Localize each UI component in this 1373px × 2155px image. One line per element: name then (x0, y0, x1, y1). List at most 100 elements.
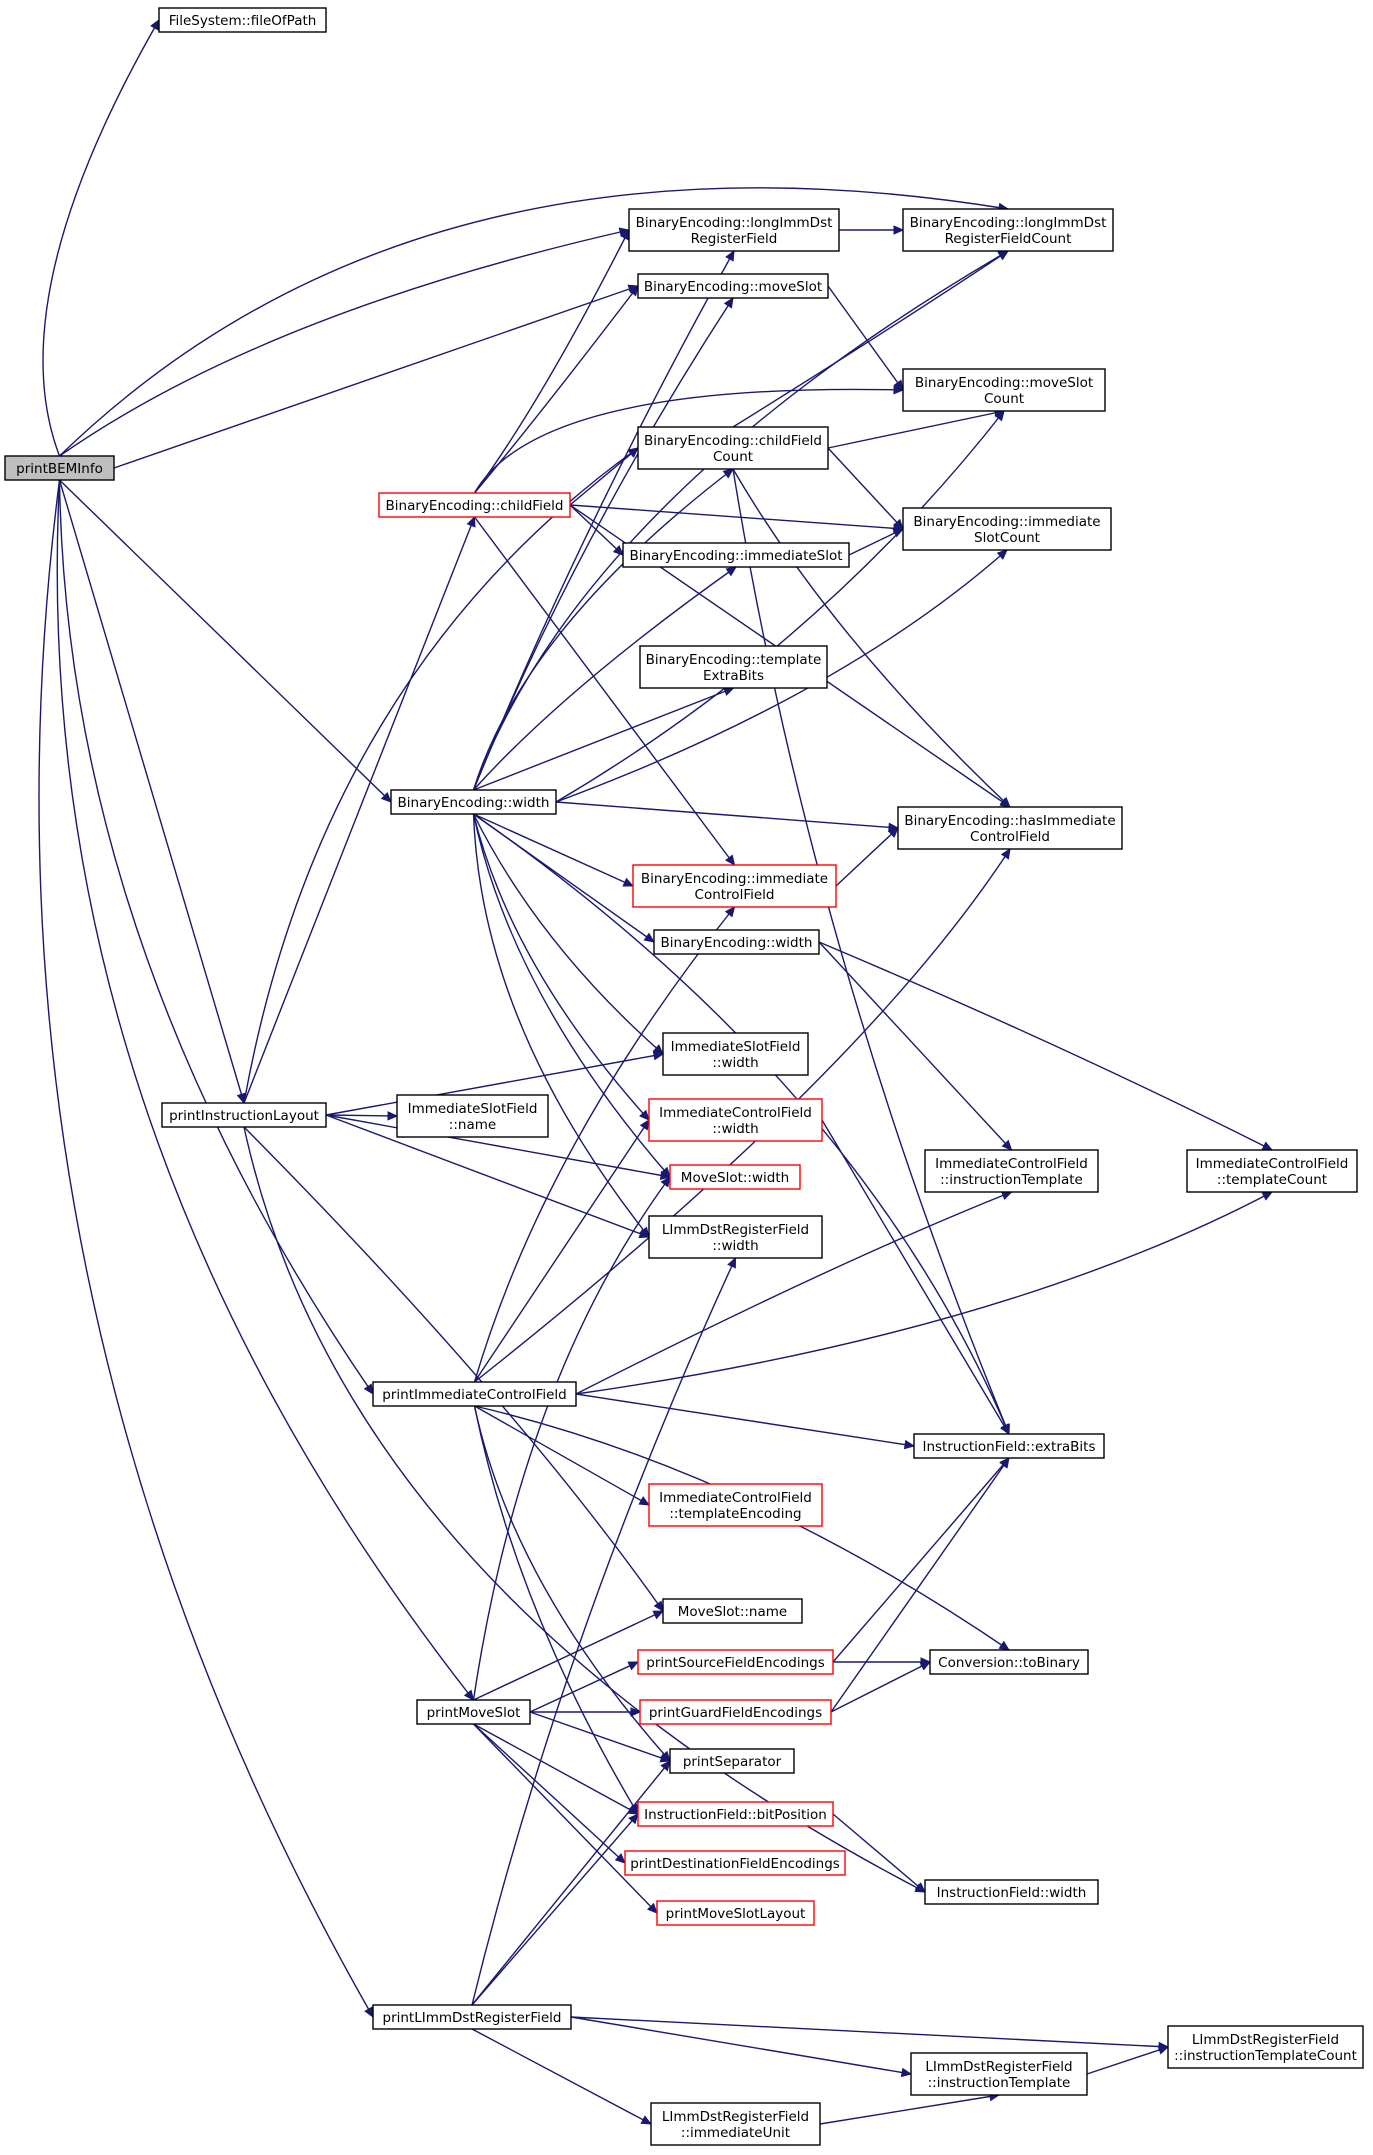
edge-printLImmDst-to-limmImmediateUnit-arrowhead (640, 2115, 653, 2125)
node-label: MoveSlot::name (678, 1604, 787, 1620)
edge-beWidth-to-beWidth2-arrowhead (643, 932, 656, 943)
node-limmInstrTemplateCount[interactable]: LImmDstRegisterField::instructionTemplat… (1167, 2025, 1364, 2069)
node-icfInstrTemplate[interactable]: ImmediateControlField::instructionTempla… (924, 1149, 1099, 1193)
node-moveSlotName[interactable]: MoveSlot::name (662, 1598, 803, 1624)
node-label: LImmDstRegisterField (925, 2059, 1072, 2075)
node-printMoveSlot[interactable]: printMoveSlot (416, 1699, 531, 1725)
node-box (622, 542, 850, 568)
node-box (372, 1381, 577, 1407)
edge-printInstructionLayout-to-immSlotFieldName (325, 1114, 398, 1117)
node-box (662, 1032, 809, 1076)
edge-printMoveSlot-to-printSeparator (529, 1711, 671, 1762)
edge-printInstructionLayout-to-moveSlotWidth-arrowhead (659, 1170, 672, 1181)
edge-printInstructionLayout-to-moveSlotName (243, 1126, 664, 1612)
edge-printLImmDst-to-printSeparator (471, 1760, 671, 2006)
edge-beWidth-to-limmWidth (472, 813, 650, 1238)
node-box (648, 1215, 823, 1259)
node-icfTemplateEncoding[interactable]: ImmediateControlField::templateEncoding (648, 1483, 823, 1527)
edge-printInstructionLayout-to-immSlotFieldWidth-arrowhead (652, 1050, 665, 1061)
edge-printGuardFE-to-toBinary-arrowhead (919, 1661, 932, 1671)
node-immSlotFieldName[interactable]: ImmediateSlotField::name (396, 1094, 549, 1138)
node-moveSlot[interactable]: BinaryEncoding::moveSlot (637, 273, 829, 299)
edge-printImmControlField-to-icfTemplateEncoding-arrowhead (638, 1496, 651, 1506)
edge-printInstructionLayout-to-ifWidth (243, 1126, 926, 1893)
edge-beWidth-to-immediateSlotCount-arrowhead (996, 549, 1008, 560)
node-label: SlotCount (974, 530, 1040, 546)
node-printInstructionLayout[interactable]: printInstructionLayout (161, 1102, 327, 1128)
node-printBEMInfo[interactable]: printBEMInfo (4, 455, 115, 481)
node-label: printGuardFieldEncodings (649, 1705, 822, 1721)
edge-beWidth-to-icfWidth-arrowhead (639, 1109, 650, 1121)
node-ifWidth[interactable]: InstructionField::width (924, 1879, 1099, 1905)
node-printDestFE[interactable]: printDestinationFieldEncodings (624, 1850, 846, 1876)
node-printMoveSlotLayout[interactable]: printMoveSlotLayout (656, 1900, 815, 1926)
node-childField[interactable]: BinaryEncoding::childField (378, 492, 571, 518)
node-box (929, 1649, 1089, 1675)
node-toBinary[interactable]: Conversion::toBinary (929, 1649, 1089, 1675)
edge-icfWidth-to-ifExtraBits (821, 1119, 1010, 1435)
edge-printInstructionLayout-to-immSlotFieldName-arrowhead (387, 1111, 399, 1121)
edge-beWidth-to-immControlField-arrowhead (622, 877, 635, 887)
edge-printImmControlField-to-toBinary-arrowhead (998, 1640, 1011, 1651)
node-label: BinaryEncoding::immediate (913, 514, 1100, 530)
edge-printImmControlField-to-hasImmControlField (474, 848, 1011, 1383)
node-label: ExtraBits (703, 668, 764, 684)
node-box (902, 208, 1114, 252)
node-moveSlotWidth[interactable]: MoveSlot::width (669, 1164, 801, 1190)
edge-printImmControlField-to-ifBitPosition (473, 1405, 639, 1815)
edge-printBEMInfo-to-printMoveSlot (56, 479, 475, 1701)
node-label: printMoveSlotLayout (666, 1906, 806, 1922)
node-icfTemplateCount[interactable]: ImmediateControlField::templateCount (1186, 1149, 1358, 1193)
edge-printLImmDst-to-limmInstrTemplate (570, 2016, 912, 2075)
node-printSourceFE[interactable]: printSourceFieldEncodings (637, 1649, 834, 1675)
edge-beWidth-to-moveSlotCount (555, 410, 1005, 803)
edge-printInstructionLayout-to-childFieldCount (243, 447, 639, 1104)
node-printImmControlField[interactable]: printImmediateControlField (372, 1381, 577, 1407)
node-box (1186, 1149, 1358, 1193)
node-icfWidth[interactable]: ImmediateControlField::width (648, 1098, 823, 1142)
edge-childField-to-childFieldCount (569, 447, 639, 506)
node-label: BinaryEncoding::longImmDst (636, 215, 833, 231)
node-label: ControlField (695, 887, 775, 903)
node-limmInstrTemplate[interactable]: LImmDstRegisterField::instructionTemplat… (910, 2052, 1088, 2096)
node-longImmDstRegFieldCount[interactable]: BinaryEncoding::longImmDstRegisterFieldC… (902, 208, 1114, 252)
node-immediateSlot[interactable]: BinaryEncoding::immediateSlot (622, 542, 850, 568)
edge-printMoveSlot-to-printSeparator-arrowhead (659, 1753, 672, 1763)
node-label: Count (984, 391, 1024, 407)
edge-printInstructionLayout-to-limmWidth-arrowhead (638, 1229, 651, 1239)
node-label: ControlField (970, 829, 1050, 845)
edge-beWidth-to-templateExtraBits (473, 687, 734, 791)
node-beWidth2[interactable]: BinaryEncoding::width (653, 929, 820, 955)
node-box (913, 1433, 1105, 1459)
node-ifBitPosition[interactable]: InstructionField::bitPosition (637, 1801, 834, 1827)
node-fileOfPath[interactable]: FileSystem::fileOfPath (158, 7, 327, 33)
node-box (637, 1801, 834, 1827)
edge-childFieldCount-to-immediateSlotCount-arrowhead (893, 518, 904, 530)
node-box (653, 929, 820, 955)
edge-printBEMInfo-to-beWidth (59, 479, 392, 803)
node-ifExtraBits[interactable]: InstructionField::extraBits (913, 1433, 1105, 1459)
node-limmWidth[interactable]: LImmDstRegisterField::width (648, 1215, 823, 1259)
edge-moveSlot-to-moveSlotCount-arrowhead (893, 379, 904, 391)
node-immSlotFieldWidth[interactable]: ImmediateSlotField::width (662, 1032, 809, 1076)
edge-childField-to-immControlField-arrowhead (724, 854, 736, 866)
edge-beWidth-to-longImmDstRegFieldCount-arrowhead (997, 250, 1010, 260)
node-limmImmediateUnit[interactable]: LImmDstRegisterField::immediateUnit (650, 2102, 821, 2146)
node-printSeparator[interactable]: printSeparator (669, 1748, 795, 1774)
edge-printMoveSlot-to-moveSlotWidth (472, 1176, 671, 1701)
node-label: ImmediateControlField (1196, 1156, 1349, 1172)
edge-childFieldCount-to-moveSlotCount (827, 410, 1005, 449)
node-printLImmDst[interactable]: printLImmDstRegisterField (372, 2004, 572, 2030)
node-beWidth[interactable]: BinaryEncoding::width (390, 789, 557, 815)
node-box (662, 1598, 803, 1624)
node-box (669, 1748, 795, 1774)
node-printGuardFE[interactable]: printGuardFieldEncodings (639, 1699, 832, 1725)
edge-printInstructionLayout-to-moveSlotName-arrowhead (653, 1600, 664, 1613)
